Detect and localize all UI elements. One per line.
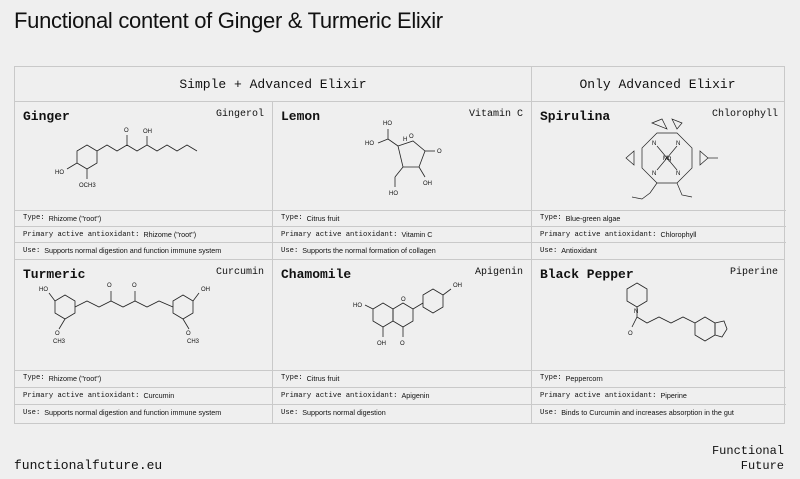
info-row-use: Use:Antioxidant: [532, 242, 786, 258]
atom-label: O: [628, 331, 633, 337]
info-row-antioxidant: Primary active antioxidant:Chlorophyll: [532, 226, 786, 242]
compound-name: Piperine: [729, 267, 778, 278]
ingredient-name: Lemon: [281, 109, 321, 124]
info-row-type: Type:Citrus fruit: [281, 213, 340, 223]
apigenin-structure-icon: OH HO O OH O: [353, 283, 462, 347]
logo-line: Future: [740, 459, 784, 473]
atom-label: Mg: [663, 156, 671, 162]
ingredient-info-turmeric: Type:Rhizome ("root") Primary active ant…: [15, 370, 272, 422]
website-link[interactable]: functionalfuture.eu: [14, 458, 163, 473]
compound-name: Vitamin C: [468, 109, 523, 120]
ingredient-name: Ginger: [23, 109, 70, 124]
curcumin-structure-icon: HO OH O O O O CH3 CH3: [39, 283, 210, 345]
row-divider: [15, 259, 784, 260]
column-divider: [272, 101, 273, 423]
atom-label: O: [186, 331, 191, 337]
ingredient-info-lemon: Type:Citrus fruit Primary active antioxi…: [273, 210, 531, 260]
atom-label: HO: [39, 287, 48, 293]
ingredient-info-ginger: Type:Rhizome ("root") Primary active ant…: [15, 210, 272, 260]
section-header-simple-advanced: Simple + Advanced Elixir: [15, 67, 531, 102]
ingredient-card-black-pepper: Black Pepper Piperine N O: [532, 259, 786, 371]
ingredient-card-spirulina: Spirulina Chlorophyll Mg N N N N: [532, 101, 786, 262]
info-row-type: Type:Rhizome ("root"): [23, 373, 102, 383]
compound-name: Curcumin: [215, 267, 264, 278]
atom-label: OH: [453, 283, 462, 289]
row-divider: [15, 370, 784, 371]
compound-name: Chlorophyll: [711, 109, 778, 120]
atom-label: O: [401, 297, 406, 303]
ingredient-info-spirulina: Type:Blue-green algae Primary active ant…: [532, 210, 786, 260]
atom-label: CH3: [53, 339, 66, 345]
ingredient-card-chamomile: Chamomile Apigenin OH HO O OH O: [273, 259, 531, 371]
atom-label: OH: [377, 341, 386, 347]
ingredient-name: Spirulina: [540, 109, 611, 124]
row-divider: [15, 210, 531, 211]
atom-label: CH3: [187, 339, 200, 345]
brand-logo: Functional Future: [712, 444, 784, 474]
info-row-antioxidant: Primary active antioxidant:Piperine: [532, 387, 786, 403]
info-row-use: Use:Supports the normal formation of col…: [273, 242, 531, 258]
info-row-antioxidant: Primary active antioxidant:Vitamin C: [273, 226, 531, 242]
compound-name: Gingerol: [215, 109, 264, 120]
ingredient-card-turmeric: Turmeric Curcumin HO OH O O O O CH3 CH3: [15, 259, 272, 371]
atom-label: N: [676, 141, 680, 147]
atom-label: O: [400, 341, 405, 347]
atom-label: N: [634, 309, 638, 315]
ingredient-info-chamomile: Type:Citrus fruit Primary active antioxi…: [273, 370, 531, 422]
atom-label: O: [409, 134, 414, 140]
info-row-type: Type:Citrus fruit: [281, 373, 340, 383]
atom-label: N: [652, 141, 656, 147]
atom-label: HO: [353, 303, 362, 309]
atom-label: HO: [55, 170, 64, 176]
atom-label: O: [55, 331, 60, 337]
ingredient-card-ginger: Ginger Gingerol O OH HO OCH3: [15, 101, 272, 262]
atom-label: O: [437, 149, 442, 155]
atom-label: H: [403, 137, 407, 143]
ingredient-card-lemon: Lemon Vitamin C HO HO H O O HO OH: [273, 101, 531, 262]
atom-label: OCH3: [79, 183, 96, 189]
logo-line: Functional: [711, 444, 784, 458]
section-header-only-advanced: Only Advanced Elixir: [531, 67, 784, 102]
compound-name: Apigenin: [474, 267, 523, 278]
ingredient-name: Turmeric: [23, 267, 86, 282]
info-row-antioxidant: Primary active antioxidant:Apigenin: [273, 387, 531, 403]
atom-label: HO: [389, 191, 398, 197]
atom-label: N: [676, 171, 680, 177]
ingredient-name: Chamomile: [281, 267, 352, 282]
info-row-type: Type:Blue-green algae: [540, 213, 621, 223]
piperine-structure-icon: N O: [626, 282, 728, 342]
ingredient-info-black-pepper: Type:Peppercorn Primary active antioxida…: [532, 370, 786, 422]
info-row-use: Use:Supports normal digestion and functi…: [15, 242, 272, 258]
atom-label: O: [124, 128, 129, 134]
vitamin-c-structure-icon: HO HO H O O HO OH: [365, 121, 442, 197]
info-row-use: Use:Binds to Curcumin and increases abso…: [532, 404, 786, 420]
info-row-type: Type:Peppercorn: [540, 373, 603, 383]
atom-label: OH: [143, 129, 152, 135]
info-row-use: Use:Supports normal digestion: [273, 404, 531, 420]
gingerol-structure-icon: O OH HO OCH3: [55, 128, 198, 189]
ingredient-name: Black Pepper: [540, 267, 634, 282]
info-row-use: Use:Supports normal digestion and functi…: [15, 404, 272, 420]
atom-label: OH: [201, 287, 210, 293]
atom-label: HO: [383, 121, 392, 127]
chlorophyll-structure-icon: Mg N N N N: [625, 118, 718, 200]
info-row-antioxidant: Primary active antioxidant:Rhizome ("roo…: [15, 226, 272, 242]
row-divider: [532, 210, 786, 211]
atom-label: O: [107, 283, 112, 289]
atom-label: N: [652, 171, 656, 177]
column-divider: [531, 67, 532, 423]
info-row-antioxidant: Primary active antioxidant:Curcumin: [15, 387, 272, 403]
atom-label: OH: [423, 181, 432, 187]
atom-label: O: [132, 283, 137, 289]
atom-label: HO: [365, 141, 374, 147]
info-row-type: Type:Rhizome ("root"): [23, 213, 102, 223]
comparison-table: Simple + Advanced Elixir Only Advanced E…: [14, 66, 786, 424]
page-title: Functional content of Ginger & Turmeric …: [14, 8, 443, 33]
